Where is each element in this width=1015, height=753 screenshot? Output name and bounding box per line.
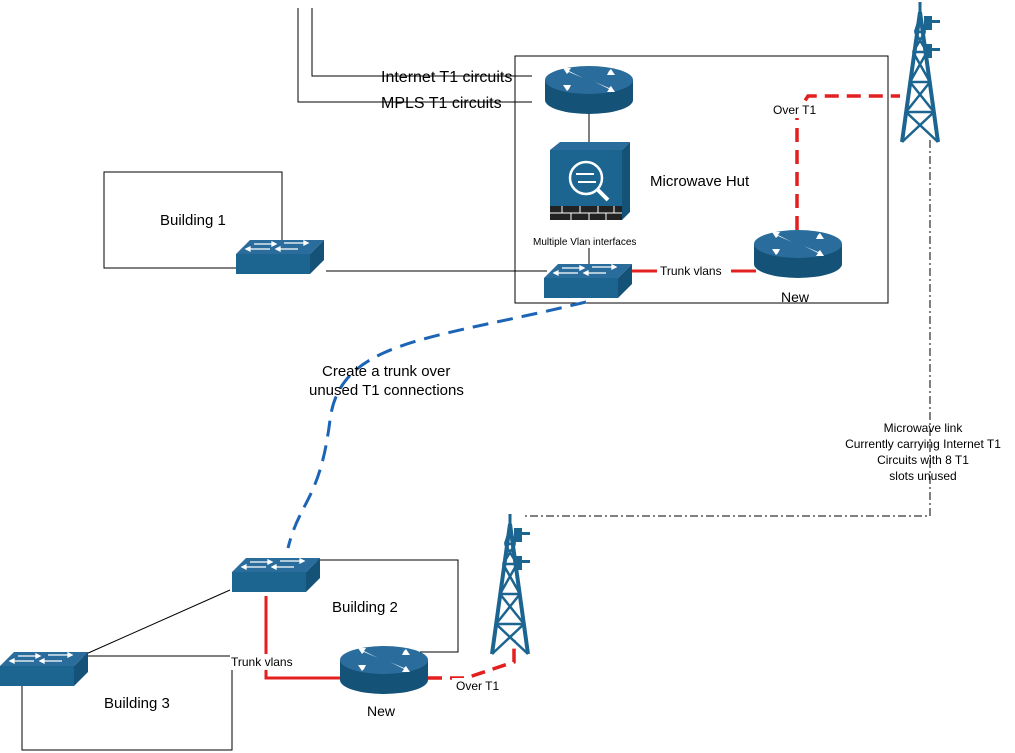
router-icon <box>545 66 633 114</box>
over-t1-link-top <box>795 94 900 230</box>
microwave-link-line <box>525 140 931 517</box>
svg-text:Microwave link: Microwave link <box>884 421 964 435</box>
trunk-vlans-label-top: Trunk vlans <box>660 264 722 278</box>
firewall-icon <box>550 142 630 220</box>
trunk-vlans-label-bottom: Trunk vlans <box>231 655 293 669</box>
proposed-trunk-link <box>286 300 587 549</box>
svg-text:Circuits with 8 T1: Circuits with 8 T1 <box>877 453 969 467</box>
router-icon <box>340 646 428 694</box>
mpls-t1-label: MPLS T1 circuits <box>381 95 502 112</box>
microwave-hut-label: Microwave Hut <box>650 173 750 190</box>
svg-text:Currently carrying Internet T1: Currently carrying Internet T1 <box>845 437 1001 451</box>
switch-icon <box>231 557 321 593</box>
over-t1-label-bottom: Over T1 <box>456 679 499 693</box>
create-trunk-label-2: unused T1 connections <box>309 382 464 399</box>
new-router-label-bottom: New <box>367 703 396 719</box>
svg-text:slots unused: slots unused <box>889 469 956 483</box>
building2-building3-link <box>85 589 231 655</box>
switch-icon <box>235 239 325 275</box>
building3-box <box>21 655 233 751</box>
building2-label: Building 2 <box>332 599 398 616</box>
mpls-t1-line <box>297 8 532 103</box>
microwave-hut-box <box>514 55 889 304</box>
antenna-tower-icon <box>490 512 532 656</box>
over-t1-label-top: Over T1 <box>773 103 816 117</box>
multiple-vlan-label: Multiple Vlan interfaces <box>533 237 636 248</box>
antenna-tower-icon <box>900 0 942 144</box>
building2-box <box>300 559 459 653</box>
internet-t1-line <box>311 8 532 77</box>
switch-icon <box>543 263 633 299</box>
switch-icon <box>0 651 89 687</box>
over-t1-link-bottom <box>428 640 516 680</box>
create-trunk-label-1: Create a trunk over <box>322 363 450 380</box>
microwave-link-label: Microwave link Currently carrying Intern… <box>845 421 1001 483</box>
router-icon <box>754 230 842 278</box>
building1-label: Building 1 <box>160 212 226 229</box>
internet-t1-label: Internet T1 circuits <box>381 69 512 86</box>
new-router-label-top: New <box>781 289 810 305</box>
trunk-link-bottom <box>264 596 348 680</box>
building3-label: Building 3 <box>104 695 170 712</box>
building1-box <box>103 171 283 269</box>
